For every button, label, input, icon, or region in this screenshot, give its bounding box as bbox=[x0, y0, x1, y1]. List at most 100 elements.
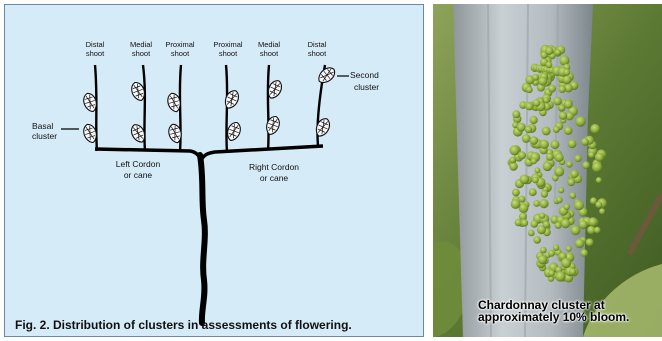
shoot-label-3-line1: Proximal bbox=[165, 40, 195, 49]
grape-bud bbox=[553, 126, 560, 133]
grape-bud bbox=[530, 116, 538, 124]
grape-bud bbox=[575, 116, 585, 126]
grape-bud bbox=[581, 138, 589, 146]
second-cluster-label-line2: cluster bbox=[354, 82, 379, 92]
basal-cluster-label-line1: Basal bbox=[32, 121, 53, 131]
trunk bbox=[200, 155, 205, 323]
grape-bud bbox=[559, 86, 566, 93]
photo-illustration bbox=[433, 4, 662, 337]
shoot-label-6-line2: shoot bbox=[308, 49, 327, 58]
grape-bud bbox=[595, 201, 602, 208]
shoot-label-2-line1: Medial bbox=[130, 40, 152, 49]
grape-bud bbox=[520, 175, 530, 185]
grape-bud bbox=[567, 178, 575, 186]
grape-bud bbox=[539, 213, 545, 219]
grape-bud bbox=[543, 162, 553, 172]
vine-diagram-panel: Distal shoot Medial shoot Proximal shoot… bbox=[4, 4, 424, 337]
shoot-4-second-cluster-icon bbox=[222, 88, 241, 110]
grape-bud bbox=[553, 245, 559, 251]
chardonnay-photo: Chardonnay cluster at approximately 10% … bbox=[433, 4, 662, 337]
grape-bud bbox=[556, 197, 563, 204]
grape-bud bbox=[566, 161, 573, 168]
shoot-label-5-line1: Medial bbox=[258, 40, 280, 49]
grape-bud bbox=[571, 226, 581, 236]
grape-bud bbox=[512, 189, 520, 197]
grape-bud bbox=[540, 247, 547, 254]
shoot-6-basal-cluster-icon bbox=[313, 116, 332, 138]
grape-bud bbox=[546, 62, 553, 69]
grape-bud bbox=[535, 167, 541, 173]
right-cordon-label-line2: or cane bbox=[260, 173, 289, 183]
second-cluster-label-line1: Second bbox=[350, 70, 379, 80]
shoot-label-2-line2: shoot bbox=[132, 49, 151, 58]
grape-bud bbox=[525, 102, 533, 110]
grape-bud bbox=[538, 77, 547, 86]
left-cordon-label-line2: or cane bbox=[124, 170, 153, 180]
wooden-post bbox=[453, 4, 593, 337]
grape-bud bbox=[555, 153, 564, 162]
grape-bud bbox=[511, 199, 521, 209]
grape-bud bbox=[533, 200, 540, 207]
shoot-label-4-line1: Proximal bbox=[213, 40, 243, 49]
grape-bud bbox=[532, 74, 539, 81]
grape-bud bbox=[561, 258, 571, 268]
grape-bud bbox=[522, 134, 531, 143]
grape-bud bbox=[569, 268, 576, 275]
grape-bud bbox=[564, 126, 573, 135]
grape-bud bbox=[594, 227, 601, 234]
grape-bud bbox=[531, 158, 537, 164]
grape-bud bbox=[561, 219, 570, 228]
shoot-4 bbox=[226, 65, 227, 152]
grape-bud bbox=[546, 153, 554, 161]
grape-bud bbox=[596, 177, 602, 183]
shoot-label-1-line1: Distal bbox=[86, 40, 105, 49]
photo-caption-line2: approximately 10% bloom. bbox=[478, 311, 629, 323]
grape-bud bbox=[582, 161, 590, 169]
grape-bud bbox=[548, 270, 555, 277]
shoot-5-basal-cluster-icon bbox=[264, 114, 282, 136]
grape-bud bbox=[563, 69, 570, 76]
grape-bud bbox=[599, 208, 605, 214]
left-cordon-label-line1: Left Cordon bbox=[116, 159, 161, 169]
grape-bud bbox=[580, 249, 588, 257]
grape-bud bbox=[569, 192, 576, 199]
shoot-label-1-line2: shoot bbox=[86, 49, 105, 58]
photo-caption: Chardonnay cluster at approximately 10% … bbox=[478, 299, 629, 323]
grape-bud bbox=[541, 190, 548, 197]
grape-bud bbox=[533, 236, 541, 244]
grape-bud bbox=[548, 250, 555, 257]
grape-bud bbox=[570, 170, 578, 178]
grape-bud bbox=[542, 127, 551, 136]
shoot-6-second-cluster-icon bbox=[315, 65, 337, 86]
figure-caption: Fig. 2. Distribution of clusters in asse… bbox=[15, 318, 352, 332]
grape-bud bbox=[539, 199, 548, 208]
grape-bud bbox=[526, 86, 533, 93]
shoot-label-6-line1: Distal bbox=[308, 40, 327, 49]
grape-bud bbox=[586, 238, 594, 246]
grape-bud bbox=[555, 222, 562, 229]
grape-bud bbox=[555, 271, 565, 281]
grape-bud bbox=[545, 47, 553, 55]
grape-bud bbox=[532, 177, 539, 184]
grape-bud bbox=[533, 99, 541, 107]
right-cordon-label-line1: Right Cordon bbox=[249, 162, 299, 172]
grape-bud bbox=[543, 221, 550, 228]
basal-cluster-label-line2: cluster bbox=[32, 131, 57, 141]
grape-bud bbox=[512, 110, 520, 118]
grape-bud bbox=[588, 217, 597, 226]
grape-bud bbox=[538, 255, 547, 264]
right-cordon bbox=[201, 146, 323, 161]
grape-bud bbox=[531, 220, 539, 228]
grape-bud bbox=[595, 153, 604, 162]
grape-bud bbox=[575, 239, 585, 249]
shoot-5 bbox=[268, 65, 269, 150]
shoot-label-4-line2: shoot bbox=[219, 49, 238, 58]
grape-bud bbox=[555, 49, 561, 55]
grape-bud bbox=[509, 145, 519, 155]
grape-bud bbox=[574, 200, 584, 210]
grape-bud bbox=[509, 157, 516, 164]
grape-bud bbox=[509, 162, 518, 171]
grape-bud bbox=[559, 112, 567, 120]
grape-bud bbox=[590, 124, 600, 134]
grape-bud bbox=[588, 152, 594, 158]
